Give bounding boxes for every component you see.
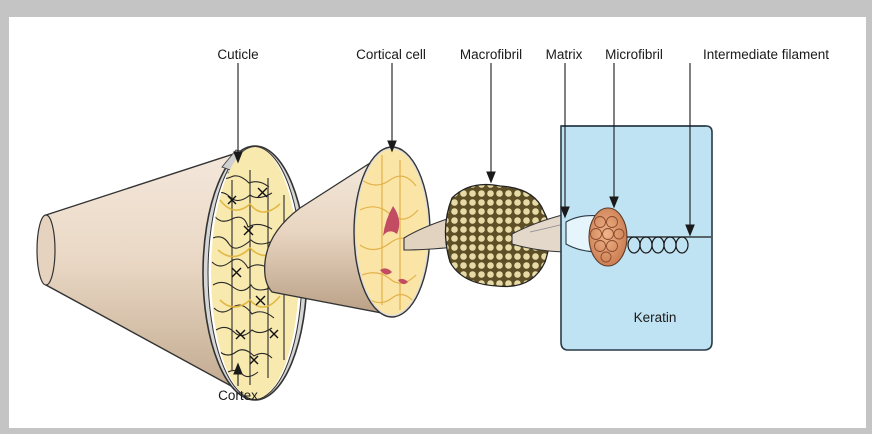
label-microfibril: Microfibril (605, 47, 663, 62)
label-cuticle: Cuticle (217, 47, 258, 62)
label-cortical-cell: Cortical cell (356, 47, 426, 62)
label-matrix: Matrix (546, 47, 583, 62)
microfibril-bundle (589, 208, 627, 266)
label-intermediate-filament: Intermediate filament (703, 47, 829, 62)
label-cortex: Cortex (218, 388, 258, 403)
label-macrofibril: Macrofibril (460, 47, 522, 62)
label-keratin: Keratin (634, 310, 677, 325)
